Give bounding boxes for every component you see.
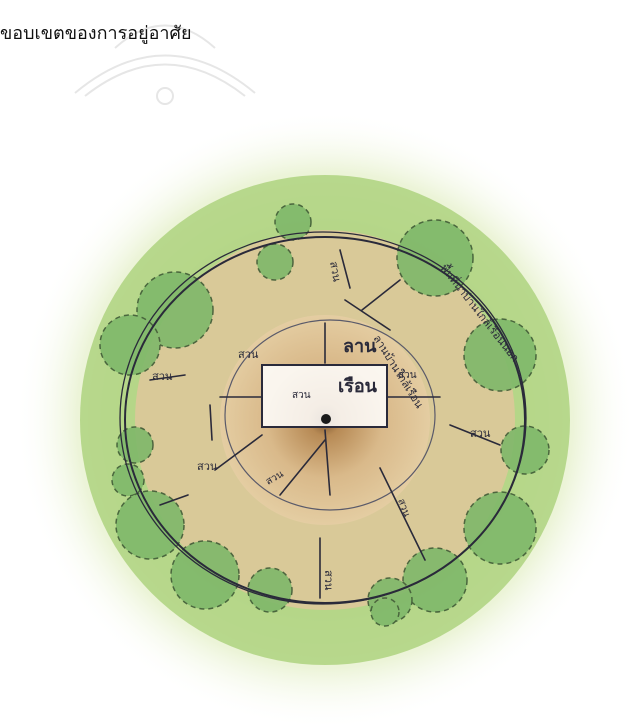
label-walk-top: สวน xyxy=(327,260,343,283)
label-house: เรือน xyxy=(338,376,378,397)
tree xyxy=(111,463,145,497)
tree xyxy=(247,567,293,613)
trees xyxy=(99,203,550,627)
university-emblem-watermark xyxy=(74,24,256,105)
tree xyxy=(396,219,474,297)
label-walk-center: สวน xyxy=(292,390,311,401)
boundary-lines xyxy=(119,231,527,605)
tree xyxy=(463,491,537,565)
arrows xyxy=(149,249,501,599)
tree xyxy=(256,243,294,281)
diagram-caption: ขอบเขตของการอยู่อาศัย xyxy=(0,23,192,44)
label-walk-southwest: สวน xyxy=(197,460,218,473)
tree xyxy=(170,540,240,610)
inner-boundary xyxy=(224,319,436,511)
tree xyxy=(370,597,400,627)
tree xyxy=(99,314,161,376)
label-walk-west: สวน xyxy=(152,370,173,383)
label-walk-south: สวน xyxy=(322,570,335,591)
house-center-dot xyxy=(321,414,331,424)
label-walk-left: สวน xyxy=(238,348,259,361)
label-walk-right: สวน xyxy=(470,427,491,440)
tree xyxy=(402,547,468,613)
label-walk-east: สวน xyxy=(398,370,417,381)
outer-boundary xyxy=(124,236,526,604)
label-yard: ลาน xyxy=(343,336,377,357)
outer-boundary-2 xyxy=(119,231,527,605)
tree xyxy=(115,490,185,560)
